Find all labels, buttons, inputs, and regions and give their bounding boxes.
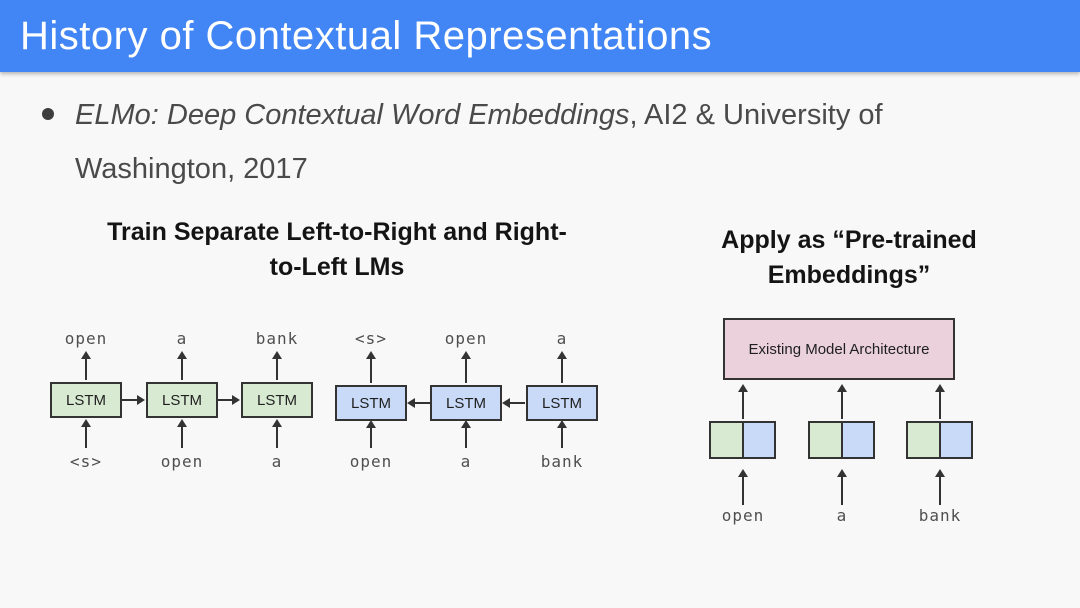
up-arrow-icon xyxy=(837,469,847,505)
input-word: open xyxy=(349,452,393,471)
page-title: History of Contextual Representations xyxy=(20,13,713,58)
header-bar: History of Contextual Representations xyxy=(0,0,1080,72)
up-arrow-icon xyxy=(81,351,91,380)
input-word: <s> xyxy=(70,452,102,471)
up-arrow-icon xyxy=(81,419,91,448)
left-arrow-icon xyxy=(407,398,430,408)
lstm-box: LSTM xyxy=(50,382,122,418)
output-word: a xyxy=(556,329,568,348)
lstm-box: LSTM xyxy=(335,385,407,421)
lstm-box: LSTM xyxy=(241,382,313,418)
bullet-item: ELMo: Deep Contextual Word Embeddings, A… xyxy=(42,88,1002,196)
lstm-box: LSTM xyxy=(526,385,598,421)
output-word: open xyxy=(64,329,108,348)
input-word: bank xyxy=(540,452,584,471)
input-word: a xyxy=(836,506,848,525)
up-arrow-icon xyxy=(272,351,282,380)
backward-embedding-cell xyxy=(842,423,873,457)
forward-embedding-cell xyxy=(908,423,941,457)
right-arrow-icon xyxy=(218,395,240,405)
right-arrow-icon xyxy=(122,395,145,405)
output-word: bank xyxy=(255,329,299,348)
up-arrow-icon xyxy=(461,420,471,448)
forward-embedding-cell xyxy=(810,423,843,457)
input-word: bank xyxy=(918,506,962,525)
up-arrow-icon xyxy=(837,384,847,419)
embedding-pair xyxy=(808,421,875,459)
citation-title: ELMo: Deep Contextual Word Embeddings xyxy=(75,99,630,131)
up-arrow-icon xyxy=(557,420,567,448)
lstm-box: LSTM xyxy=(146,382,218,418)
backward-embedding-cell xyxy=(940,423,971,457)
up-arrow-icon xyxy=(738,384,748,419)
up-arrow-icon xyxy=(557,351,567,383)
backward-embedding-cell xyxy=(743,423,774,457)
embedding-pair xyxy=(709,421,776,459)
forward-embedding-cell xyxy=(711,423,744,457)
existing-model-box: Existing Model Architecture xyxy=(723,318,955,380)
right-diagram-heading: Apply as “Pre-trained Embeddings” xyxy=(721,226,977,289)
left-diagram-heading: Train Separate Left-to-Right and Right-t… xyxy=(107,218,567,281)
up-arrow-icon xyxy=(177,419,187,448)
up-arrow-icon xyxy=(366,420,376,448)
input-word: open xyxy=(160,452,204,471)
output-word: a xyxy=(176,329,188,348)
up-arrow-icon xyxy=(177,351,187,380)
output-word: open xyxy=(444,329,488,348)
lstm-box: LSTM xyxy=(430,385,502,421)
input-word: a xyxy=(460,452,472,471)
output-word: <s> xyxy=(355,329,387,348)
up-arrow-icon xyxy=(738,469,748,505)
input-word: a xyxy=(271,452,283,471)
embedding-pair xyxy=(906,421,973,459)
up-arrow-icon xyxy=(461,351,471,383)
bullet-text: ELMo: Deep Contextual Word Embeddings, A… xyxy=(75,88,1002,196)
up-arrow-icon xyxy=(272,419,282,448)
left-arrow-icon xyxy=(502,398,525,408)
citation-source: , AI2 & University of Washington, 2017 xyxy=(75,99,883,185)
up-arrow-icon xyxy=(366,351,376,383)
up-arrow-icon xyxy=(935,469,945,505)
bullet-marker xyxy=(42,108,54,120)
up-arrow-icon xyxy=(935,384,945,419)
input-word: open xyxy=(721,506,765,525)
